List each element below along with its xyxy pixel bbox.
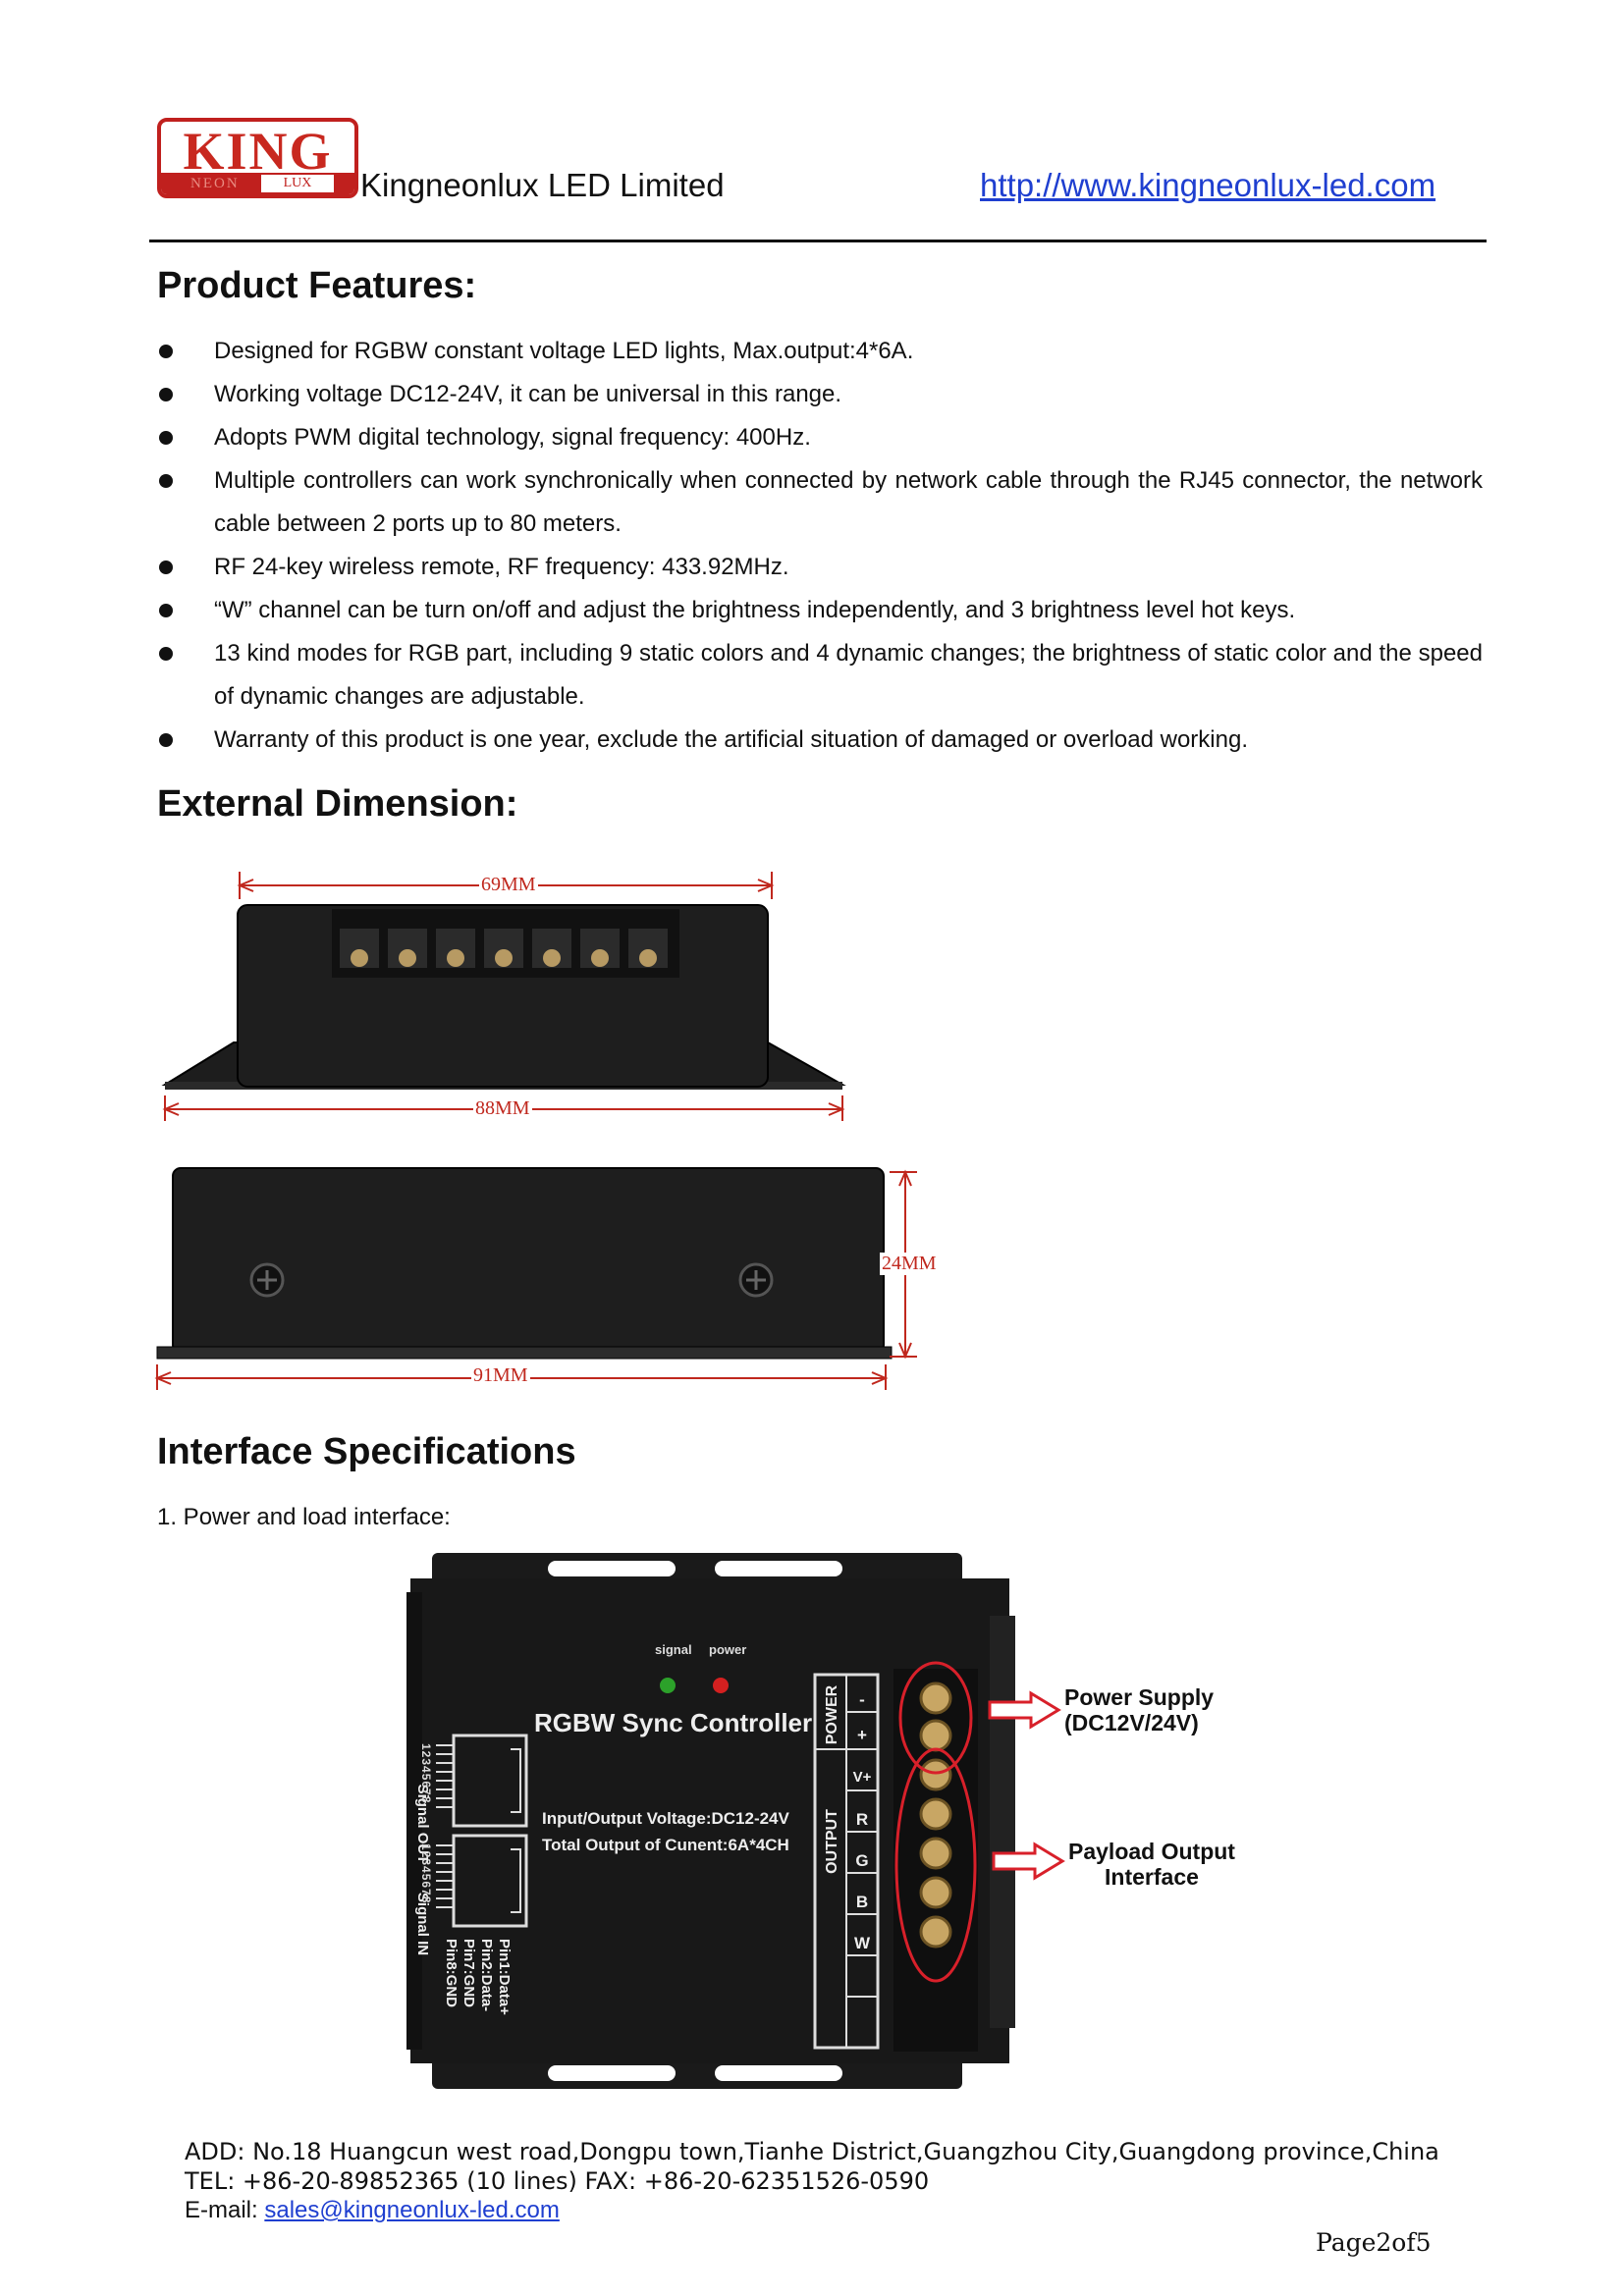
feature-item: Warranty of this product is one year, ex… — [157, 719, 1483, 762]
dimension-base-width: 88MM — [473, 1097, 532, 1120]
pin-8-label: Pin8:GND — [443, 1939, 460, 2008]
output-terminal-highlight — [894, 1747, 977, 1983]
bullet-icon — [159, 604, 173, 617]
feature-item: 13 kind modes for RGB part, including 9 … — [157, 632, 1483, 719]
power-arrow-icon — [988, 1690, 1061, 1730]
power-led — [713, 1678, 729, 1693]
feature-item: Designed for RGBW constant voltage LED l… — [157, 330, 1483, 373]
dimension-heading: External Dimension: — [157, 783, 518, 825]
signal-led — [660, 1678, 676, 1693]
dimension-side-width: 91MM — [471, 1364, 530, 1387]
bullet-icon — [159, 388, 173, 401]
payload-output-callout: Payload Output Interface — [1068, 1839, 1235, 1890]
feature-item: RF 24-key wireless remote, RF frequency:… — [157, 546, 1483, 589]
pin-2-label: Pin2:Data- — [478, 1939, 495, 2012]
logo-text: KING — [183, 122, 333, 181]
pin-1-label: Pin1:Data+ — [496, 1939, 513, 2015]
terminal-screws — [340, 929, 668, 968]
feature-text: Designed for RGBW constant voltage LED l… — [214, 338, 914, 364]
bullet-icon — [159, 733, 173, 747]
logo-sub-right: LUX — [261, 175, 334, 192]
feature-text: 13 kind modes for RGB part, including 9 … — [214, 640, 1483, 710]
logo-sub-left: NEON — [190, 176, 240, 191]
terminal-vplus: V+ — [852, 1769, 872, 1786]
bullet-icon — [159, 647, 173, 661]
signal-led-label: signal — [655, 1642, 692, 1657]
dimension-top-width: 69MM — [479, 874, 538, 896]
terminal-r: R — [855, 1810, 869, 1829]
feature-list: Designed for RGBW constant voltage LED l… — [157, 330, 1483, 762]
features-heading: Product Features: — [157, 265, 477, 306]
power-led-label: power — [709, 1642, 747, 1657]
power-supply-callout-line1: Power Supply — [1064, 1684, 1215, 1710]
power-supply-callout: Power Supply (DC12V/24V) — [1064, 1684, 1214, 1735]
terminal-b: B — [855, 1893, 869, 1911]
device-title: RGBW Sync Controller — [534, 1708, 813, 1737]
bullet-icon — [159, 345, 173, 358]
device-current-spec: Total Output of Cunent:6A*4CH — [542, 1836, 789, 1854]
feature-item: “W” channel can be turn on/off and adjus… — [157, 589, 1483, 632]
bullet-icon — [159, 561, 173, 574]
mounting-screw-right — [738, 1262, 774, 1298]
header-divider — [149, 240, 1487, 242]
payload-arrow-icon — [992, 1842, 1065, 1881]
mounting-screw-left — [249, 1262, 285, 1298]
footer-email-link[interactable]: sales@kingneonlux-led.com — [264, 2197, 560, 2223]
page-number: Page2of5 — [1316, 2228, 1432, 2257]
output-terminal-label: OUTPUT — [824, 1809, 840, 1874]
pin-numbers-out: 12345678 — [419, 1743, 433, 1804]
company-name: Kingneonlux LED Limited — [360, 167, 725, 203]
power-terminal-highlight — [898, 1661, 973, 1775]
front-view-drawing — [161, 872, 846, 1121]
feature-item: Working voltage DC12-24V, it can be univ… — [157, 373, 1483, 416]
interface-heading: Interface Specifications — [157, 1431, 576, 1472]
footer-tel: TEL: +86-20-89852365 (10 lines) FAX: +86… — [185, 2167, 930, 2195]
feature-text: Warranty of this product is one year, ex… — [214, 726, 1248, 753]
terminal-g: G — [855, 1851, 869, 1870]
interface-subheading: 1. Power and load interface: — [157, 1504, 451, 1530]
feature-text: RF 24-key wireless remote, RF frequency:… — [214, 554, 789, 580]
footer-email-line: E-mail: sales@kingneonlux-led.com — [185, 2197, 560, 2224]
terminal-minus: - — [859, 1690, 865, 1709]
bullet-icon — [159, 474, 173, 488]
bullet-icon — [159, 431, 173, 445]
payload-output-callout-line1: Payload Output — [1068, 1839, 1235, 1864]
pin-numbers-in: 12345678 — [419, 1843, 433, 1904]
device-top-view — [406, 1553, 1015, 2089]
website-link[interactable]: http://www.kingneonlux-led.com — [980, 167, 1436, 203]
feature-text: Adopts PWM digital technology, signal fr… — [214, 424, 811, 451]
feature-item: Multiple controllers can work synchronic… — [157, 459, 1483, 546]
terminal-screws-top — [919, 1682, 952, 1949]
footer-address: ADD: No.18 Huangcun west road,Dongpu tow… — [185, 2138, 1439, 2165]
power-terminal-label: POWER — [824, 1684, 840, 1745]
payload-output-callout-line2: Interface — [1105, 1864, 1199, 1890]
terminal-plus: + — [857, 1726, 867, 1744]
footer-email-label: E-mail: — [185, 2197, 265, 2223]
feature-text: Multiple controllers can work synchronic… — [214, 467, 1483, 537]
feature-item: Adopts PWM digital technology, signal fr… — [157, 416, 1483, 459]
feature-text: “W” channel can be turn on/off and adjus… — [214, 597, 1296, 623]
side-view-drawing — [154, 1167, 917, 1390]
terminal-w: W — [853, 1934, 871, 1952]
power-supply-callout-line2: (DC12V/24V) — [1064, 1710, 1199, 1735]
feature-text: Working voltage DC12-24V, it can be univ… — [214, 381, 842, 407]
device-voltage-spec: Input/Output Voltage:DC12-24V — [542, 1809, 789, 1828]
device-body-side — [172, 1167, 885, 1354]
dimension-height: 24MM — [880, 1253, 939, 1275]
pin-7-label: Pin7:GND — [460, 1939, 477, 2008]
company-logo: KING NEON LUX — [157, 118, 358, 198]
